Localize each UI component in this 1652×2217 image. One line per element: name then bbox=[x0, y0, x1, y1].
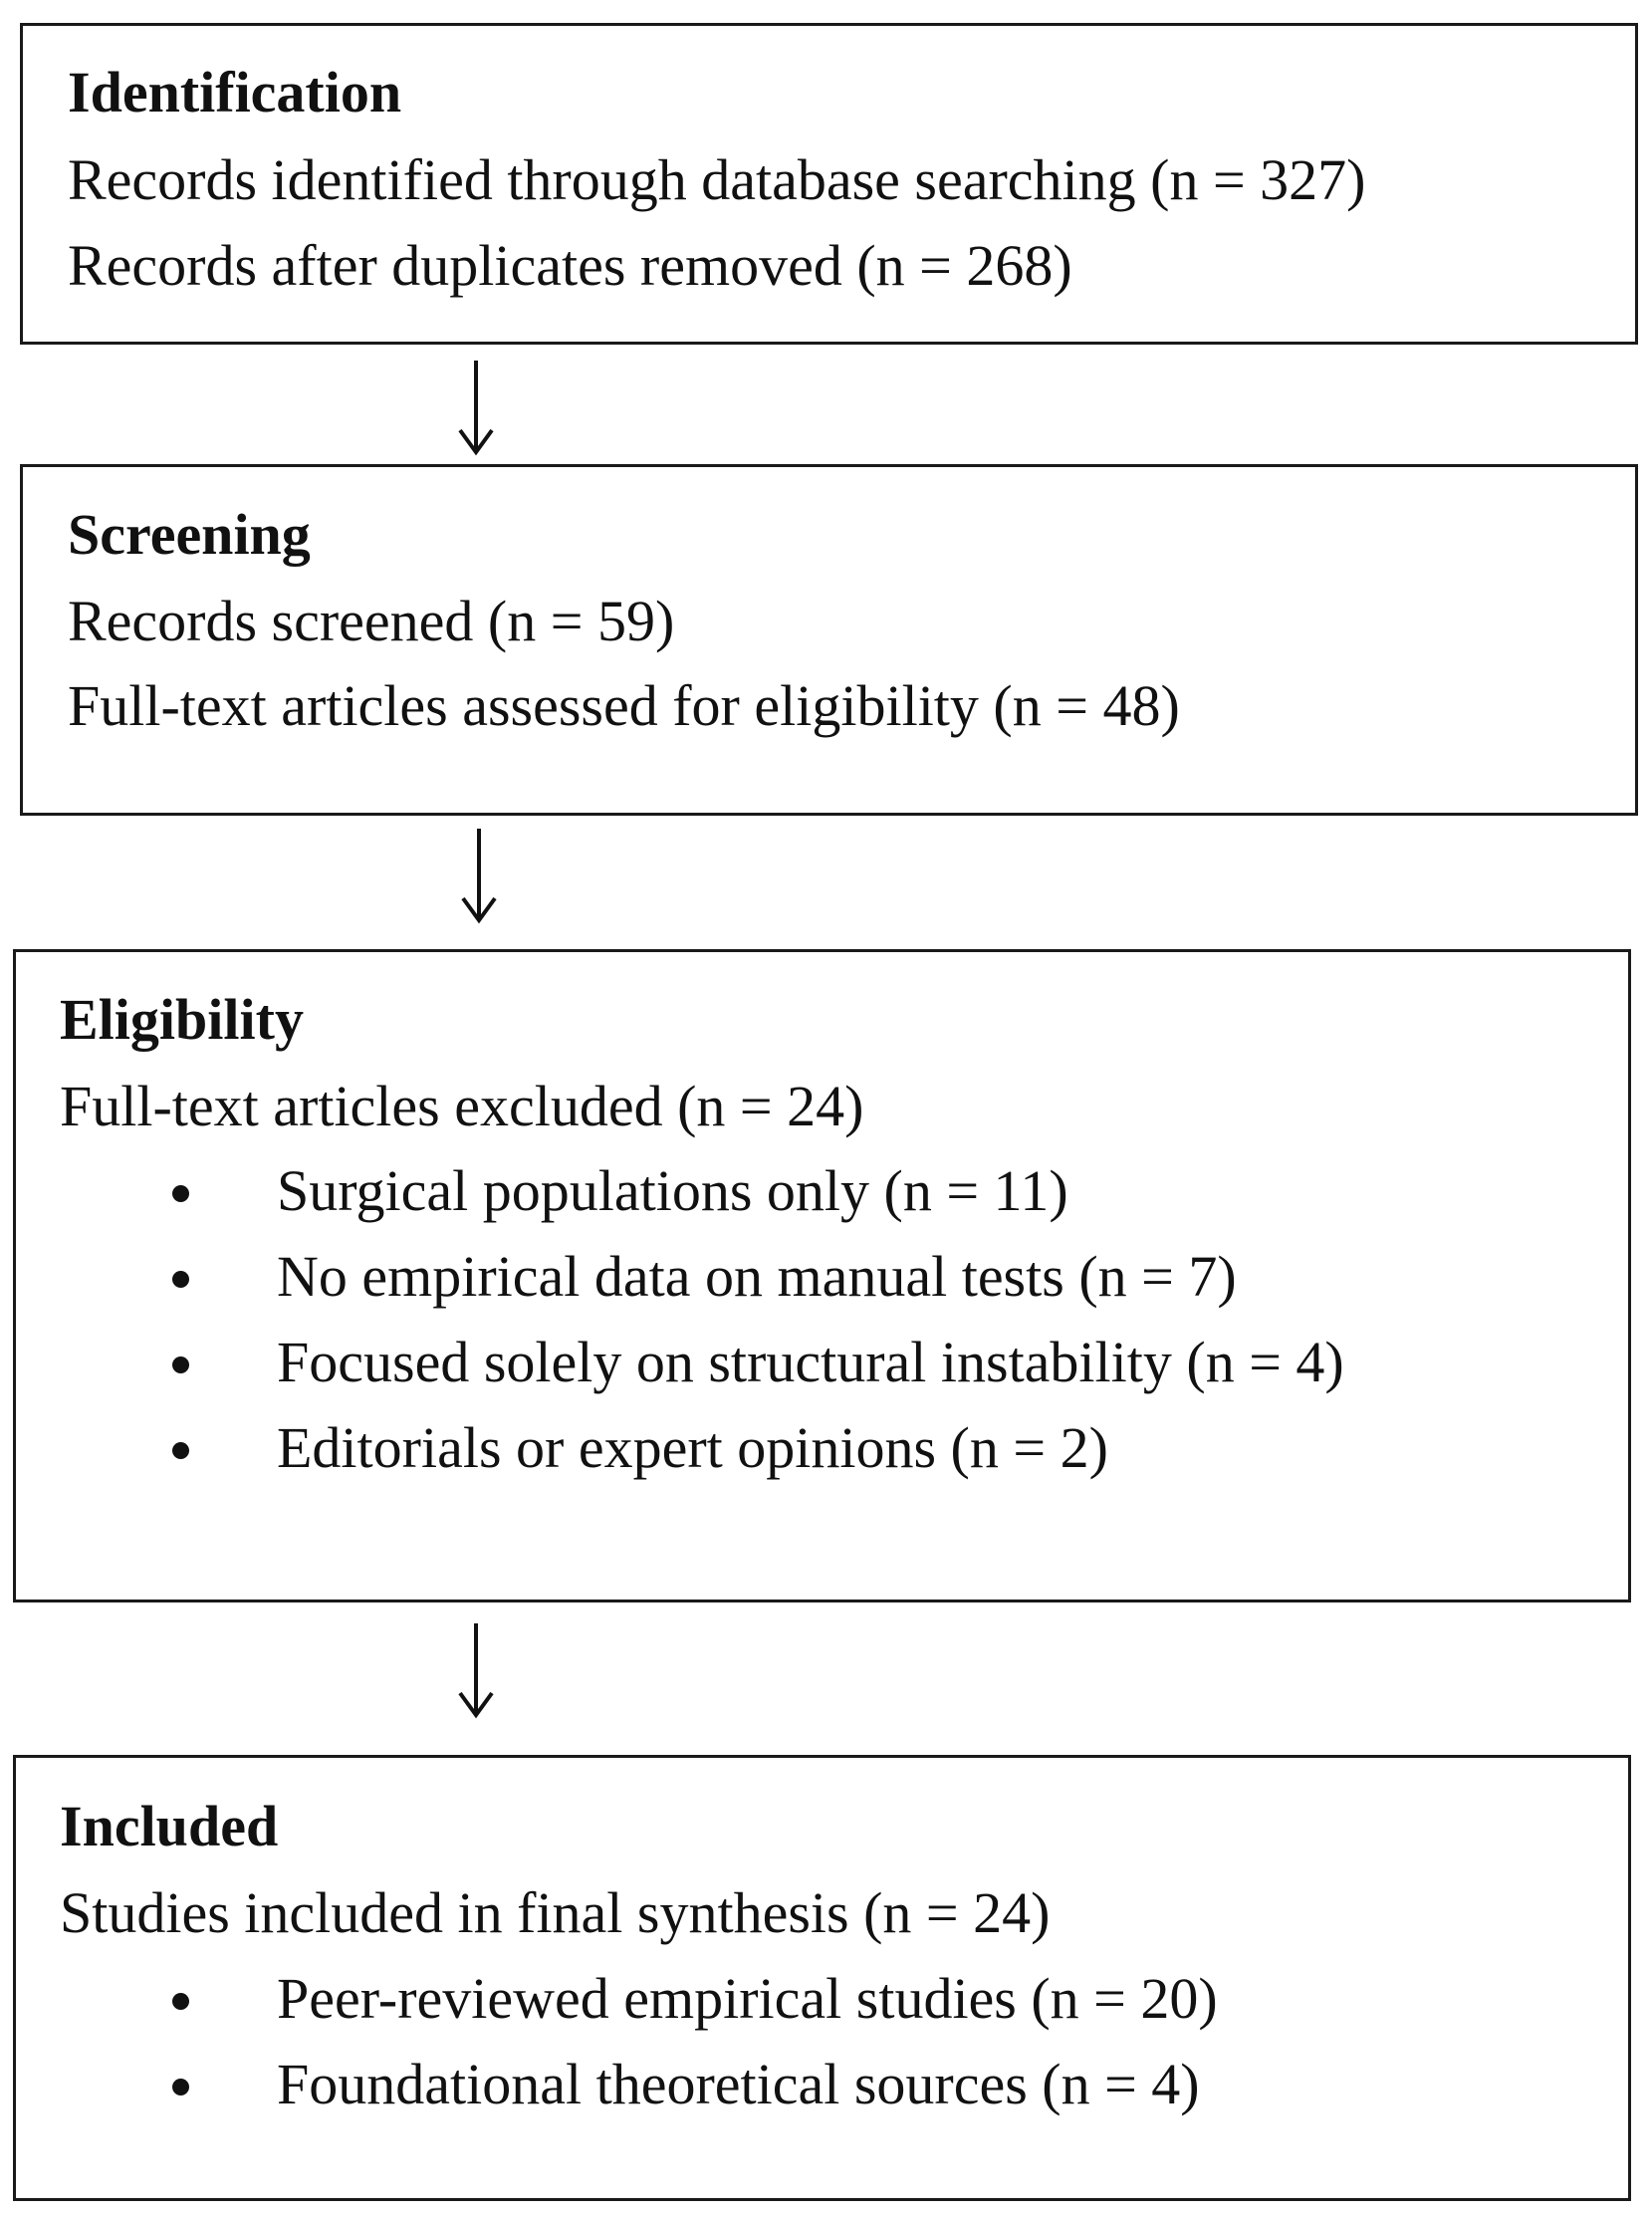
flow-arrow-3 bbox=[456, 1621, 496, 1721]
identification-heading: Identification bbox=[68, 60, 402, 124]
bullet-icon bbox=[172, 1442, 189, 1459]
eligibility-bullet-editorials: Editorials or expert opinions (n = 2) bbox=[277, 1415, 1108, 1480]
included-box bbox=[13, 1755, 1631, 2201]
bullet-icon bbox=[172, 1356, 189, 1373]
eligibility-bullet-structural: Focused solely on structural instability… bbox=[277, 1330, 1344, 1394]
screening-box bbox=[20, 464, 1638, 816]
included-bullet-foundational: Foundational theoretical sources (n = 4) bbox=[277, 2052, 1200, 2116]
included-line-final-synthesis: Studies included in final synthesis (n =… bbox=[60, 1880, 1051, 1945]
screening-heading: Screening bbox=[68, 502, 311, 567]
eligibility-heading: Eligibility bbox=[60, 987, 304, 1052]
screening-line-records-screened: Records screened (n = 59) bbox=[68, 589, 675, 653]
bullet-icon bbox=[172, 1993, 189, 2010]
screening-line-full-text-assessed: Full-text articles assessed for eligibil… bbox=[68, 673, 1180, 738]
flow-arrow-2 bbox=[459, 827, 499, 926]
included-bullet-peer-reviewed: Peer-reviewed empirical studies (n = 20) bbox=[277, 1966, 1218, 2031]
bullet-icon bbox=[172, 1185, 189, 1202]
eligibility-bullet-no-empirical: No empirical data on manual tests (n = 7… bbox=[277, 1244, 1237, 1309]
eligibility-bullet-surgical: Surgical populations only (n = 11) bbox=[277, 1158, 1068, 1223]
flow-arrow-1 bbox=[456, 359, 496, 458]
bullet-icon bbox=[172, 2079, 189, 2095]
bullet-icon bbox=[172, 1271, 189, 1288]
identification-line-records-identified: Records identified through database sear… bbox=[68, 147, 1366, 212]
identification-line-after-duplicates: Records after duplicates removed (n = 26… bbox=[68, 233, 1072, 298]
eligibility-box bbox=[13, 949, 1631, 1602]
identification-box bbox=[20, 23, 1638, 345]
included-heading: Included bbox=[60, 1794, 279, 1858]
eligibility-line-excluded: Full-text articles excluded (n = 24) bbox=[60, 1074, 864, 1138]
